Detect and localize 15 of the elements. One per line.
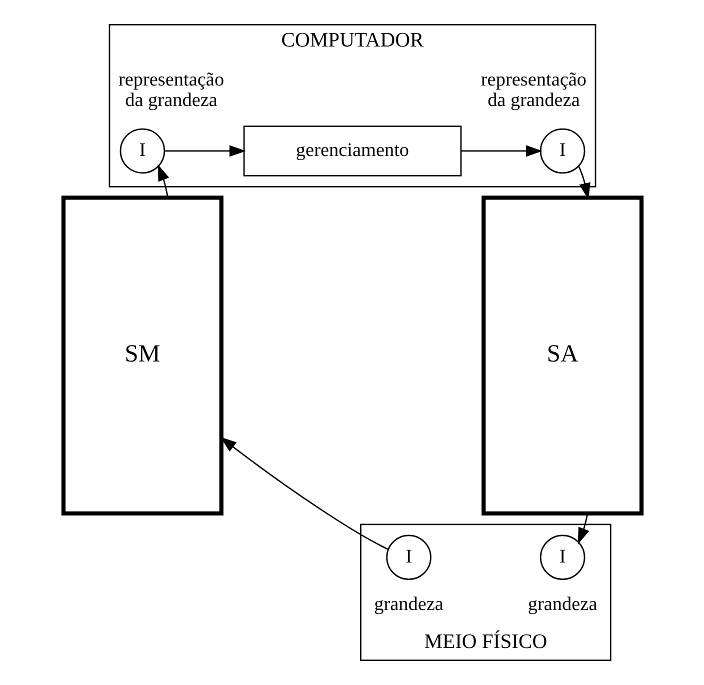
arrow [460,145,542,157]
node-box: gerenciamento [242,126,462,176]
node-label: grandeza [374,594,443,615]
node-label: representação da grandeza [480,69,586,111]
node-circle: I [539,534,585,580]
arrow [157,164,169,198]
node-circle: I [119,128,165,174]
arrow [164,145,246,157]
node-circle: I [539,128,585,174]
node-box: SM [60,196,223,516]
node-label: grandeza [527,594,597,615]
node-circle: I [386,534,431,580]
arrow [577,514,589,544]
node-label: representação da grandeza [118,69,224,111]
node-box: SA [481,196,644,516]
